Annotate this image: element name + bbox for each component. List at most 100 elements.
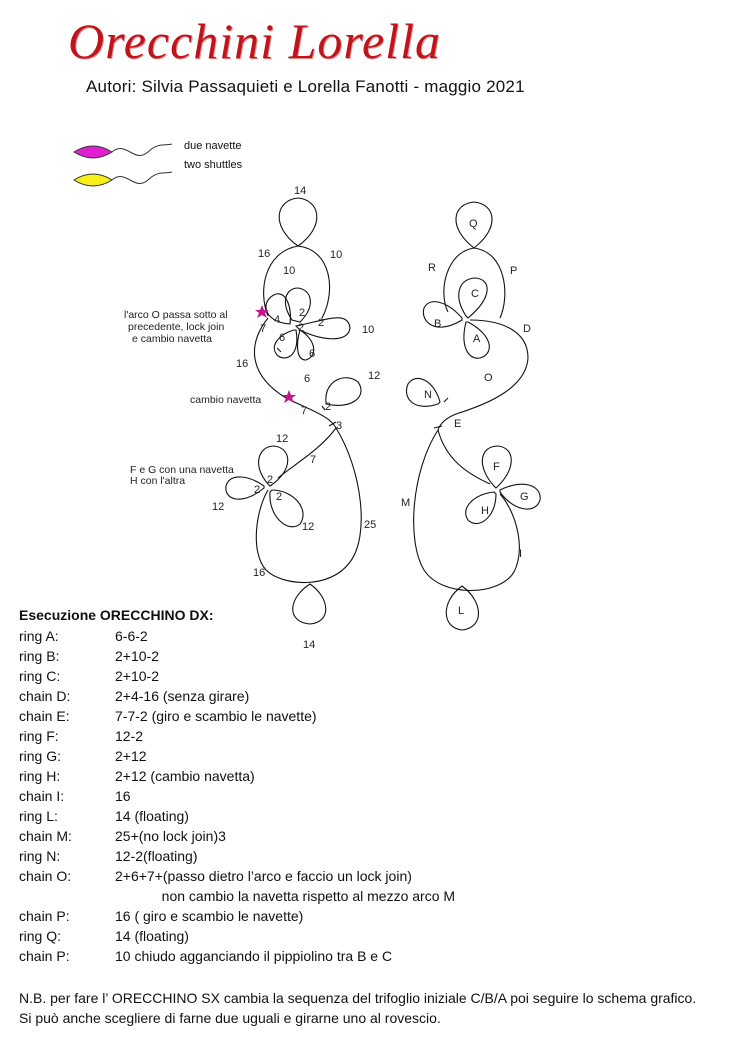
count-d-16: 16 — [236, 358, 248, 370]
row-label: chain P: — [19, 908, 70, 924]
row-value: non cambio la navetta rispetto al mezzo … — [115, 888, 456, 904]
right-ring-a — [463, 321, 490, 359]
count-b-7: 7 — [260, 323, 266, 335]
count-p-10: 10 — [330, 249, 342, 261]
count-e-7: 7 — [310, 454, 316, 466]
row-label: chain M: — [19, 828, 72, 844]
right-tick-2 — [433, 425, 443, 429]
count-b-4: 4 — [274, 314, 280, 326]
row-value: 2+12 — [115, 748, 147, 764]
left-tick-2 — [321, 405, 326, 411]
letter-a: A — [473, 333, 481, 345]
row-value: 12-2(floating) — [115, 848, 198, 864]
right-tick-1 — [443, 397, 449, 403]
row-label: ring G: — [19, 748, 62, 764]
row-value: 2+4-16 (senza girare) — [115, 688, 250, 704]
row-value: 7-7-2 (giro e scambio le navette) — [115, 708, 317, 724]
letter-i: I — [519, 548, 522, 560]
note-arc-o-2: precedente, lock join — [128, 321, 225, 333]
right-ring-q — [455, 201, 493, 249]
row-value: 2+10-2 — [115, 648, 159, 664]
count-c-6b: 6 — [309, 348, 315, 360]
row-label: ring B: — [19, 648, 60, 664]
left-ring-6b — [296, 329, 315, 361]
letter-b: B — [434, 318, 441, 330]
right-chain-m — [413, 429, 520, 591]
count-e-6: 6 — [304, 373, 310, 385]
count-h-2: 2 — [276, 491, 282, 503]
left-tick-3 — [328, 421, 337, 427]
legend-two-shuttles-en: two shuttles — [184, 159, 243, 171]
letter-o: O — [484, 372, 493, 384]
letter-g: G — [520, 491, 529, 503]
row-value: 6-6-2 — [115, 628, 148, 644]
row-label: ring Q: — [19, 928, 62, 944]
row-label: chain D: — [19, 688, 71, 704]
row-value: 12-2 — [115, 728, 144, 744]
count-e-3: 3 — [336, 420, 342, 432]
count-right-10: 10 — [362, 324, 374, 336]
row-label: ring H: — [19, 768, 61, 784]
authors-line: Autori: Silvia Passaquieti e Lorella Fan… — [86, 77, 525, 96]
right-ring-c — [458, 277, 488, 319]
legend-shuttle-magenta-icon — [73, 143, 173, 159]
count-n-12: 12 — [368, 370, 380, 382]
left-ring-l — [292, 583, 327, 625]
row-label: chain I: — [19, 788, 65, 804]
count-b-2: 2 — [299, 307, 305, 319]
count-l-14: 14 — [303, 639, 315, 651]
note-arc-o-3: e cambio navetta — [132, 333, 212, 345]
row-value: 10 chiudo agganciando il pippiolino tra … — [115, 948, 393, 964]
count-m-25: 25 — [364, 519, 376, 531]
page-title: Orecchini Lorella — [68, 13, 441, 69]
row-value: 25+(no lock join)3 — [115, 828, 226, 844]
letter-r: R — [428, 262, 436, 274]
letter-h: H — [481, 505, 489, 517]
count-f-12: 12 — [276, 433, 288, 445]
left-chain-d — [254, 317, 337, 429]
letter-n: N — [424, 389, 432, 401]
note-fg-2: H con l'altra — [130, 475, 186, 487]
right-ring-g — [499, 483, 541, 510]
left-ring-b — [284, 287, 311, 323]
left-ring-n — [325, 377, 362, 406]
left-ring-q — [278, 197, 318, 247]
row-value: 2+6+7+(passo dietro l’arco e faccio un l… — [115, 868, 412, 884]
row-value: 16 ( giro e scambio le navette) — [115, 908, 304, 924]
row-label: chain E: — [19, 708, 70, 724]
letter-p: P — [510, 265, 517, 277]
right-ring-l — [445, 585, 479, 631]
instructions-title: Esecuzione ORECCHINO DX: — [19, 607, 214, 623]
right-chain-rp — [443, 247, 506, 319]
count-c-2a: 2 — [298, 322, 304, 334]
letter-d: D — [523, 323, 531, 335]
row-label: chain O: — [19, 868, 72, 884]
row-value: 16 — [115, 788, 131, 804]
note-arc-o-1: l'arco O passa sotto al — [124, 309, 228, 321]
letter-q: Q — [469, 218, 478, 230]
note-change-shuttle: cambio navetta — [190, 394, 262, 406]
row-label: ring A: — [19, 628, 59, 644]
left-chain-p — [263, 245, 331, 319]
left-ring-h — [269, 489, 304, 528]
letter-m: M — [401, 497, 410, 509]
left-chain-m — [255, 427, 362, 584]
row-label: chain P: — [19, 948, 70, 964]
row-value: 2+10-2 — [115, 668, 159, 684]
right-ring-h — [465, 491, 497, 525]
footnote: N.B. per fare l’ ORECCHINO SX cambia la … — [19, 988, 696, 1028]
left-ring-a — [294, 317, 351, 340]
row-label: ring C: — [19, 668, 61, 684]
row-value: 14 (floating) — [115, 808, 189, 824]
left-ring-f — [258, 445, 289, 487]
footnote-line-1: N.B. per fare l’ ORECCHINO SX cambia la … — [19, 990, 697, 1006]
left-ring-6 — [273, 329, 298, 359]
note-fg-1: F e G con una navetta — [130, 464, 234, 476]
row-label: ring L: — [19, 808, 58, 824]
count-c-2b: 2 — [318, 317, 324, 329]
count-g-2: 2 — [267, 474, 273, 486]
count-n-7: 7 — [301, 405, 307, 417]
letter-c: C — [471, 288, 479, 300]
count-p-16: 16 — [258, 248, 270, 260]
